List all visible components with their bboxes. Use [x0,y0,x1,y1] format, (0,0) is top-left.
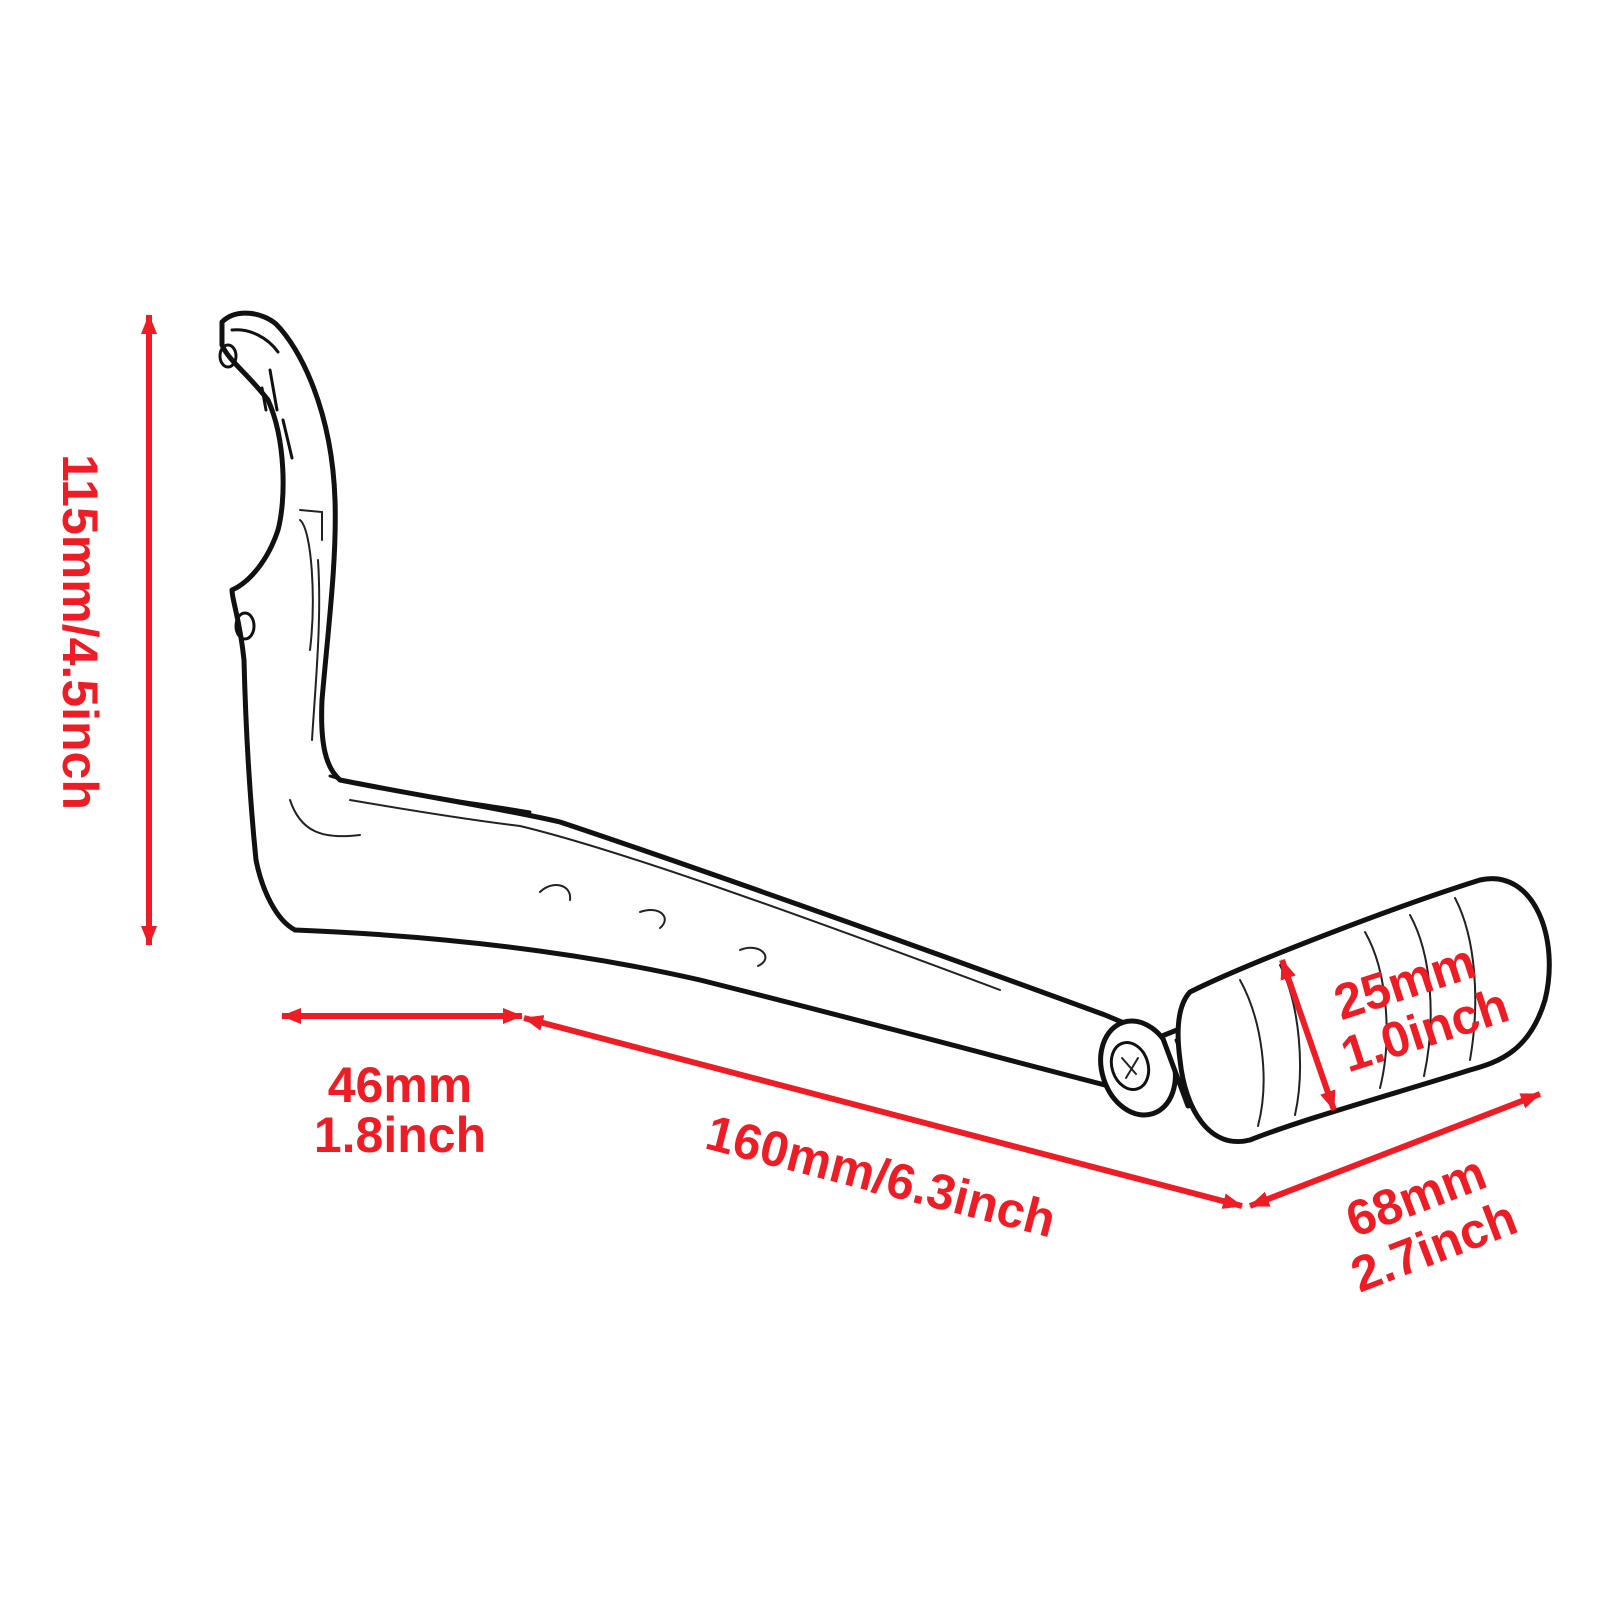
offset-dimension-line2: 1.8inch [314,1107,486,1163]
lever-arm [219,310,1191,1103]
height-dimension: 115mm/4.5inch [52,314,157,946]
length-dimension-line [523,1015,1243,1209]
peg-length-dimension-line [1248,1091,1542,1209]
offset-dimension-line1: 46mm [328,1057,473,1113]
mount-hole-top [218,343,238,369]
length-dimension-label: 160mm/6.3inch [700,1104,1061,1248]
offset-dimension: 46mm 1.8inch [281,1008,523,1163]
mount-hole-mid [234,611,256,641]
peg-diameter-dimension-line [1279,959,1337,1111]
height-dimension-label: 115mm/4.5inch [52,454,108,810]
